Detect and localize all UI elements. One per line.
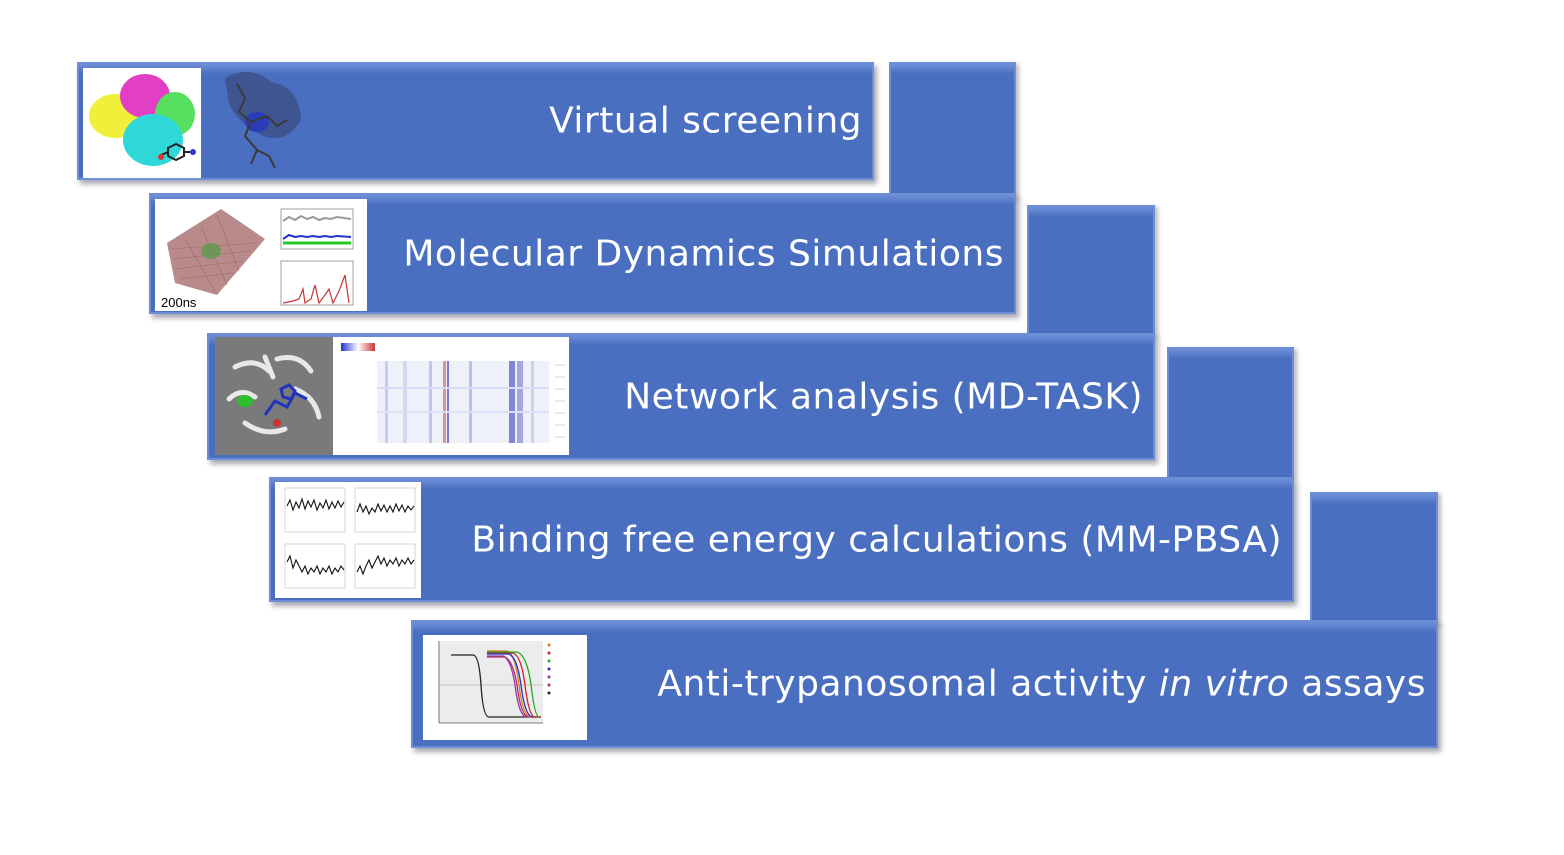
heatmap-image [333, 337, 569, 455]
protein-surface-image [83, 68, 201, 178]
step-virtual-screening: Virtual screening [77, 62, 874, 180]
step-5-label-italic: in vitro [1158, 663, 1290, 705]
step-5-label-pre: Anti-trypanosomal activity [657, 663, 1159, 705]
step-1-label: Virtual screening [549, 100, 862, 142]
step-in-vitro-assays: Anti-trypanosomal activity in vitro assa… [411, 620, 1438, 748]
energy-plots-image [275, 482, 421, 598]
connector-2 [1027, 205, 1155, 337]
connector-3 [1167, 347, 1294, 479]
step-binding-free-energy: Binding free energy calculations (MM-PBS… [269, 477, 1294, 602]
step-2-label: Molecular Dynamics Simulations [403, 233, 1004, 274]
step-5-label-post: assays [1289, 663, 1426, 705]
connector-1 [889, 62, 1016, 198]
step-molecular-dynamics: 200ns Molecular Dynamics Simulations [149, 193, 1016, 314]
simulation-length-caption: 200ns [161, 295, 197, 310]
step-3-label: Network analysis (MD-TASK) [624, 376, 1143, 417]
ligand-binding-pocket-image [211, 64, 311, 176]
connector-4 [1310, 492, 1438, 625]
step-5-label: Anti-trypanosomal activity in vitro assa… [657, 664, 1426, 705]
protein-ribbon-image [215, 337, 333, 455]
step-network-analysis: Network analysis (MD-TASK) [207, 333, 1155, 460]
md-simulation-image: 200ns [155, 199, 367, 311]
step-4-label: Binding free energy calculations (MM-PBS… [471, 519, 1282, 560]
dose-response-curves-image [423, 635, 587, 740]
